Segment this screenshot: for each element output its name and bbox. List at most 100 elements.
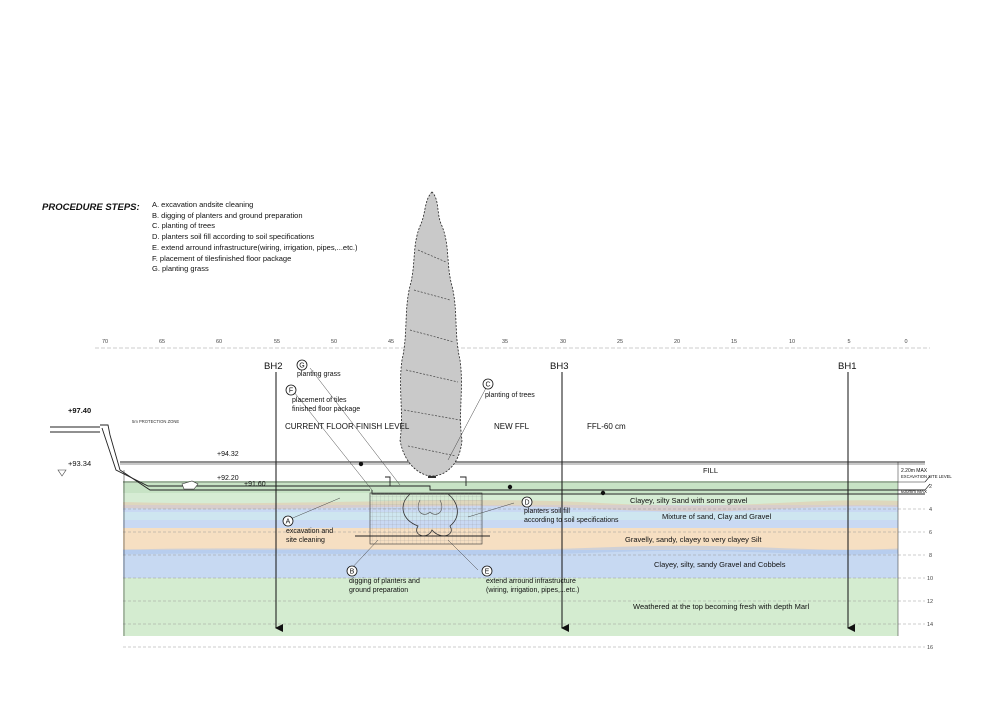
leader-lines bbox=[287, 367, 515, 571]
depth-tick-label: 16 bbox=[927, 645, 933, 651]
callout-marker bbox=[482, 378, 494, 390]
pipe-icon bbox=[181, 480, 199, 490]
borehole-label: BH1 bbox=[838, 361, 856, 372]
scale-tick-label: 25 bbox=[617, 339, 623, 345]
layer-label: Clayey, silty Sand with some gravel bbox=[630, 496, 748, 505]
procedure-title: PROCEDURE STEPS: bbox=[42, 202, 140, 213]
level-label: +91.60 bbox=[244, 481, 266, 488]
callout-marker bbox=[296, 359, 308, 371]
depth-tick-label: 4 bbox=[929, 507, 932, 513]
depth-tick-label: 14 bbox=[927, 622, 933, 628]
level-label: +92.20 bbox=[217, 475, 239, 482]
planter-pit bbox=[355, 492, 490, 545]
top-scale-bar: 70 65 60 55 50 45 40 35 30 25 20 15 10 5… bbox=[95, 339, 930, 349]
leader-line bbox=[447, 387, 487, 461]
soil-layers bbox=[122, 481, 899, 636]
layer-band bbox=[123, 512, 898, 520]
excavation-edge bbox=[100, 424, 370, 491]
tree-crown bbox=[403, 249, 461, 457]
max-depth-label: 2.20m MAX bbox=[901, 468, 928, 474]
scale-tick-label: 45 bbox=[388, 339, 394, 345]
level-dot bbox=[600, 490, 606, 496]
callout-f: F placement of tiles finished floor pack… bbox=[285, 384, 360, 413]
callout-text: site cleaning bbox=[286, 537, 325, 544]
procedure-step: A. excavation andsite cleaning bbox=[152, 200, 254, 209]
callout-letter: C bbox=[485, 382, 490, 389]
depth-tick-label: 8 bbox=[929, 553, 932, 559]
callout-e: E extend arround infrastructure (wiring,… bbox=[481, 565, 579, 594]
depth-tick-label: 10 bbox=[927, 576, 933, 582]
level-dots bbox=[358, 461, 606, 496]
procedure-step: C. planting of trees bbox=[152, 221, 215, 231]
level-label: +94.32 bbox=[217, 451, 239, 458]
protection-zone-label: 5m PROTECTION ZONE bbox=[132, 419, 179, 424]
borehole-label: BH2 bbox=[264, 361, 282, 372]
layer-label: Gravelly, sandy, clayey to very clayey S… bbox=[625, 535, 762, 544]
layer-label: FILL bbox=[703, 466, 718, 475]
tree-icon bbox=[399, 191, 463, 478]
procedure-list: A. excavation andsite cleaning B. diggin… bbox=[152, 200, 358, 275]
callout-marker bbox=[521, 496, 533, 508]
layer-label: Weathered at the top becoming fresh with… bbox=[633, 602, 810, 611]
scale-tick-label: 60 bbox=[216, 339, 222, 345]
excavation-edge bbox=[101, 427, 372, 487]
callout-a: A excavation and site cleaning bbox=[282, 515, 333, 544]
scale-tick-label: 70 bbox=[102, 339, 108, 345]
callout-letter: E bbox=[485, 569, 490, 576]
callout-text: placement of tiles bbox=[292, 397, 347, 404]
leader-line bbox=[349, 539, 379, 571]
level-tick bbox=[924, 475, 931, 491]
depth-tick-label: 12 bbox=[927, 599, 933, 605]
tree-crown bbox=[399, 191, 463, 477]
callout-marker bbox=[285, 384, 297, 396]
borehole-label: BH3 bbox=[550, 361, 568, 372]
depth-tick-label: 2 bbox=[929, 484, 932, 490]
excavation-site-level-label: EXCAVATION SITE LEVEL bbox=[901, 474, 952, 479]
scale-tick-label: 35 bbox=[502, 339, 508, 345]
layer-band bbox=[123, 578, 898, 636]
callout-marker bbox=[346, 565, 358, 577]
leader-line bbox=[293, 391, 373, 491]
new-ffl-line bbox=[370, 485, 925, 491]
procedure-step: G. planting grass bbox=[152, 264, 209, 274]
procedure-step: B. digging of planters and ground prepar… bbox=[152, 210, 303, 220]
layer-label: Mixture of sand, Clay and Gravel bbox=[662, 512, 772, 521]
callout-text: extend arround infrastructure bbox=[486, 578, 576, 585]
scale-tick-label: 30 bbox=[560, 339, 566, 345]
callout-text: excavation and bbox=[286, 528, 333, 535]
level-dot bbox=[507, 484, 513, 490]
callout-text: (wiring, irrigation, pipes,...etc.) bbox=[486, 587, 579, 594]
scale-tick-label: 55 bbox=[274, 339, 280, 345]
current-ffl-label: CURRENT FLOOR FINISH LEVEL bbox=[285, 422, 410, 431]
callout-text: digging of planters and bbox=[349, 578, 420, 585]
layer-label: Clayey, silty, sandy Gravel and Cobbels bbox=[654, 560, 786, 569]
depth-scale: 2 4 6 8 10 12 14 16 bbox=[927, 484, 933, 651]
root-ball-icon bbox=[402, 493, 458, 537]
callout-text: finished floor package bbox=[292, 406, 360, 413]
callout-letter: A bbox=[286, 519, 291, 526]
depth-tick-label: 6 bbox=[929, 530, 932, 536]
leader-line bbox=[447, 539, 479, 571]
scale-tick-label: 20 bbox=[674, 339, 680, 345]
callout-letter: G bbox=[299, 363, 304, 370]
boreholes: BH2 BH3 BH1 bbox=[264, 361, 856, 632]
scale-tick-label: 50 bbox=[331, 339, 337, 345]
callout-c: C planting of trees bbox=[482, 378, 535, 399]
callout-g: G planting grass bbox=[296, 359, 341, 378]
layer-band bbox=[123, 493, 898, 505]
scale-tick-label: 65 bbox=[159, 339, 165, 345]
procedure-step: E. extend arround infrastructure(wiring,… bbox=[152, 242, 358, 252]
planter-curb bbox=[385, 476, 467, 486]
callout-b: B digging of planters and ground prepara… bbox=[346, 565, 420, 594]
callout-text: planting grass bbox=[297, 371, 341, 378]
callout-text: ground preparation bbox=[349, 587, 408, 594]
level-label: +93.34 bbox=[68, 459, 91, 468]
leader-line bbox=[309, 367, 401, 486]
grid-lines bbox=[123, 508, 925, 648]
layer-labels: FILL Clayey, silty Sand with some gravel… bbox=[625, 466, 810, 611]
scale-tick-label: 10 bbox=[789, 339, 795, 345]
layer-boundary bbox=[122, 500, 899, 512]
layer-band bbox=[123, 550, 898, 578]
